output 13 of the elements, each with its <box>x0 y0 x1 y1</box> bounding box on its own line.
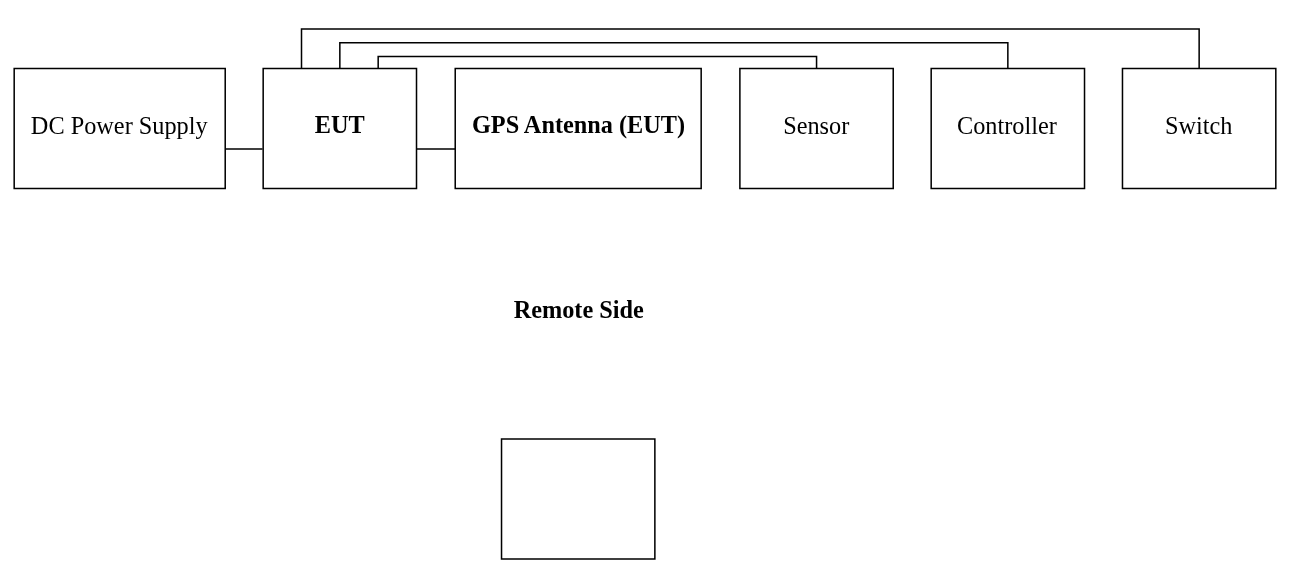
node-box: Sensor <box>739 67 894 190</box>
node-box: Controller <box>930 67 1086 190</box>
connector <box>339 42 1009 70</box>
connector <box>300 28 1200 70</box>
node-box <box>500 438 656 560</box>
node-box: GPS Antenna (EUT) <box>454 67 702 190</box>
connector <box>377 55 818 70</box>
label: Remote Side <box>513 295 644 323</box>
node-box: EUT <box>262 67 418 190</box>
connector <box>224 148 264 150</box>
connector <box>415 148 456 150</box>
node-box: DC Power Supply <box>13 67 226 190</box>
node-box: Switch <box>1121 67 1277 190</box>
